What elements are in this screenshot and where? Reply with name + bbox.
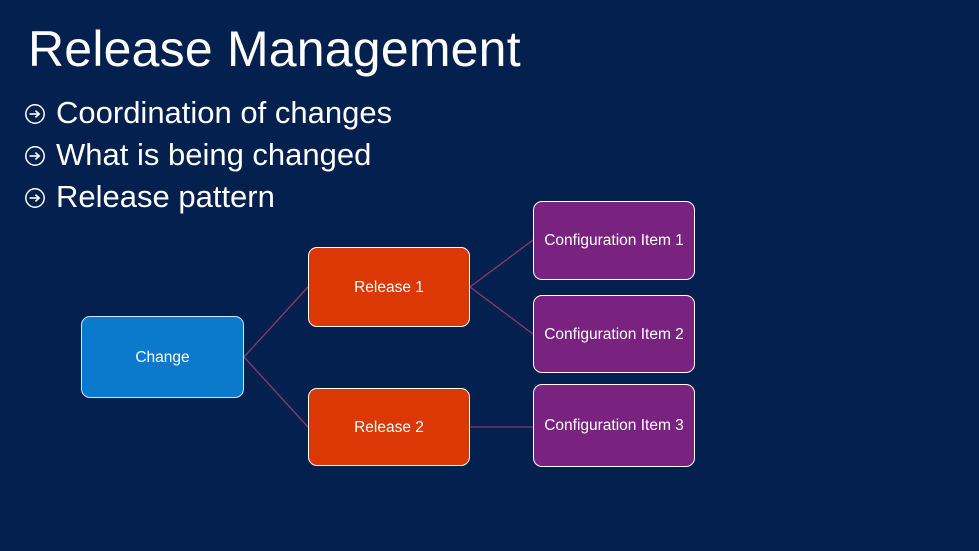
connector-change-release2 bbox=[243, 356, 309, 428]
bullet-text: Release pattern bbox=[56, 179, 275, 214]
list-item: Release pattern bbox=[24, 176, 544, 218]
node-label: Configuration Item 2 bbox=[544, 325, 684, 343]
list-item: What is being changed bbox=[24, 134, 544, 176]
node-label: Change bbox=[135, 348, 190, 366]
node-release-1[interactable]: Release 1 bbox=[308, 247, 470, 327]
node-change[interactable]: Change bbox=[81, 316, 244, 398]
bullet-text: Coordination of changes bbox=[56, 95, 393, 130]
node-configuration-item-3[interactable]: Configuration Item 3 bbox=[533, 384, 695, 467]
node-label: Configuration Item 1 bbox=[544, 232, 684, 249]
node-configuration-item-2[interactable]: Configuration Item 2 bbox=[533, 295, 695, 373]
page-title: Release Management bbox=[28, 21, 521, 77]
node-label: Configuration Item 3 bbox=[544, 417, 684, 434]
connector-release1-config1 bbox=[469, 239, 534, 288]
connector-release1-config2 bbox=[469, 286, 534, 335]
connector-change-release1 bbox=[243, 286, 309, 358]
bullet-list: Coordination of changes What is being ch… bbox=[24, 92, 544, 218]
list-item: Coordination of changes bbox=[24, 92, 544, 134]
node-label: Release 2 bbox=[354, 418, 424, 436]
circled-arrow-bullet-icon bbox=[24, 103, 46, 125]
circled-arrow-bullet-icon bbox=[24, 145, 46, 167]
circled-arrow-bullet-icon bbox=[24, 187, 46, 209]
node-label: Release 1 bbox=[354, 278, 424, 296]
node-configuration-item-1[interactable]: Configuration Item 1 bbox=[533, 201, 695, 280]
node-release-2[interactable]: Release 2 bbox=[308, 388, 470, 466]
bullet-text: What is being changed bbox=[56, 137, 372, 172]
